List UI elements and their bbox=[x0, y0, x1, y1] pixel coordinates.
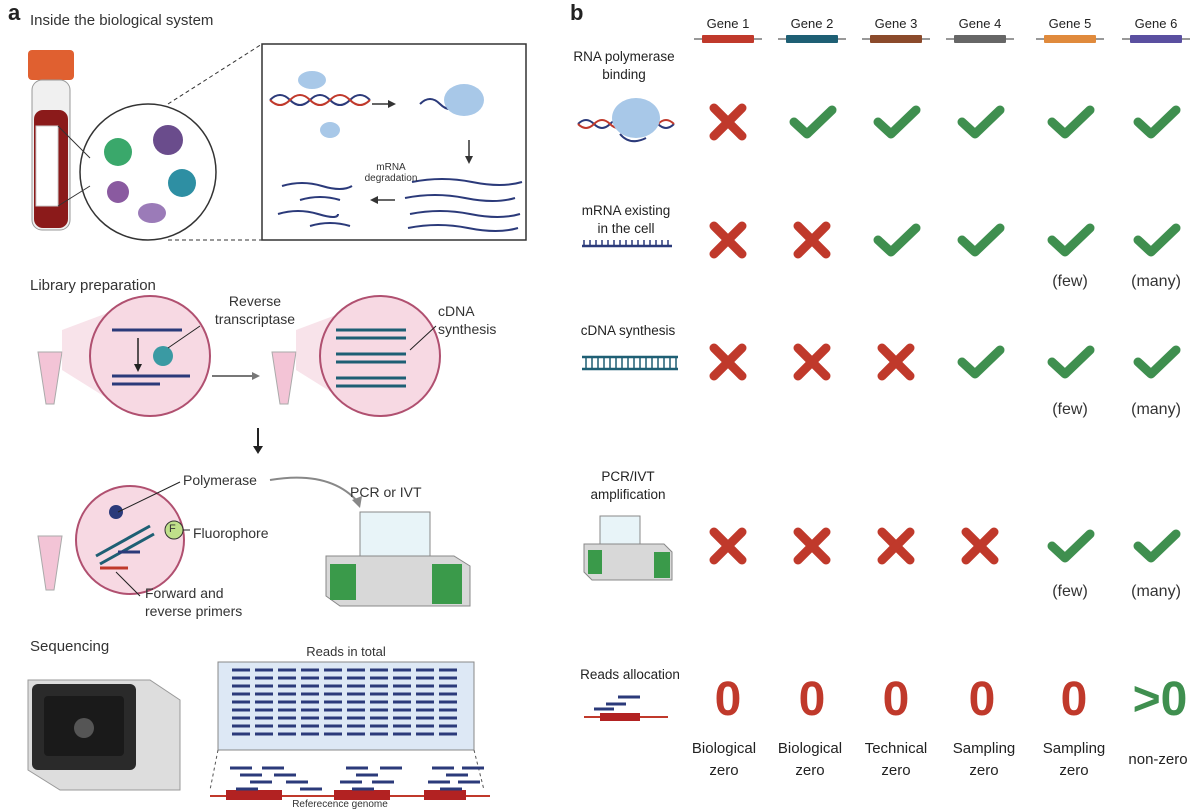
rt-circle bbox=[89, 295, 211, 417]
row-label-mrna-existing: mRNA existing in the cell bbox=[581, 203, 671, 236]
panel-b-letter: b bbox=[570, 0, 584, 25]
row-label-reads-allocation: Reads allocation bbox=[580, 667, 680, 682]
x-mark-icon bbox=[877, 343, 915, 381]
gene-bar-3 bbox=[862, 35, 930, 43]
check-mark-icon bbox=[957, 345, 1005, 379]
reads-in-total-label: Reads in total bbox=[306, 644, 386, 659]
note-gene6-cdna: (many) bbox=[1131, 401, 1181, 418]
row-label-pcr-ivt-amplification: PCR/IVT amplification bbox=[590, 469, 666, 502]
row-label-cdna-synthesis: cDNA synthesis bbox=[580, 323, 676, 338]
gene-3-header: Gene 3 bbox=[874, 16, 918, 31]
cdna-synthesis-label: cDNA synthesis bbox=[438, 303, 497, 337]
gene-2-header: Gene 2 bbox=[790, 16, 834, 31]
note-gene5-pcr: (few) bbox=[1052, 583, 1088, 600]
x-mark-icon bbox=[709, 527, 747, 565]
x-mark-icon bbox=[793, 527, 831, 565]
x-mark-icon bbox=[709, 343, 747, 381]
check-mark-icon bbox=[957, 105, 1005, 139]
pcr-or-ivt-label: PCR or IVT bbox=[350, 484, 422, 500]
check-mark-icon bbox=[789, 105, 837, 139]
check-mark-icon bbox=[1133, 529, 1181, 563]
note-gene5-cdna: (few) bbox=[1052, 401, 1088, 418]
reference-genome-label: Referecence genome bbox=[292, 799, 388, 810]
sequencing-title: Sequencing bbox=[30, 638, 110, 655]
x-mark-icon bbox=[709, 103, 747, 141]
mrna-degradation-label: mRNA degradation bbox=[364, 162, 418, 184]
gene-bar-1 bbox=[694, 35, 762, 43]
tube-1-icon bbox=[37, 351, 63, 405]
gene-bar-2 bbox=[778, 35, 846, 43]
row-label-rna-polymerase-binding: RNA polymerase binding bbox=[573, 49, 675, 82]
check-mark-icon bbox=[873, 105, 921, 139]
reads-gene-3: 0 bbox=[882, 673, 910, 726]
gene-4-header: Gene 4 bbox=[958, 16, 1002, 31]
tube-3-icon bbox=[37, 535, 63, 591]
zero-label-gene-5: Sampling zero bbox=[1042, 740, 1106, 779]
x-mark-icon bbox=[961, 527, 999, 565]
x-mark-icon bbox=[877, 527, 915, 565]
gene-bar-5 bbox=[1036, 35, 1104, 43]
gene-6-header: Gene 6 bbox=[1134, 16, 1178, 31]
check-mark-icon bbox=[1047, 105, 1095, 139]
blood-tube-icon bbox=[28, 50, 74, 231]
gene-bar-4 bbox=[946, 35, 1014, 43]
x-mark-icon bbox=[793, 343, 831, 381]
panel-a-letter: a bbox=[8, 0, 21, 25]
polymerase-label: Polymerase bbox=[183, 472, 257, 488]
x-mark-icon bbox=[793, 221, 831, 259]
reads-gene-5: 0 bbox=[1060, 673, 1088, 726]
primers-label: Forward and reverse primers bbox=[145, 585, 243, 619]
sequencer-icon bbox=[27, 679, 181, 791]
pcr-machine-icon bbox=[325, 511, 471, 607]
zero-label-gene-4: Sampling zero bbox=[952, 740, 1016, 779]
check-mark-icon bbox=[1047, 223, 1095, 257]
zero-label-gene-2: Biological zero bbox=[777, 740, 843, 779]
pcr-machine-small-icon bbox=[583, 515, 673, 581]
x-mark-icon bbox=[709, 221, 747, 259]
note-gene6-mrna: (many) bbox=[1131, 273, 1181, 290]
check-mark-icon bbox=[1133, 105, 1181, 139]
gene-5-header: Gene 5 bbox=[1048, 16, 1092, 31]
check-mark-icon bbox=[957, 223, 1005, 257]
gene-bar-6 bbox=[1122, 35, 1190, 43]
library-preparation-title: Library preparation bbox=[30, 277, 156, 294]
zero-label-gene-6: non-zero bbox=[1128, 751, 1188, 768]
gene-1-header: Gene 1 bbox=[706, 16, 750, 31]
reads-gene-2: 0 bbox=[798, 673, 826, 726]
reads-gene-1: 0 bbox=[714, 673, 742, 726]
check-mark-icon bbox=[1047, 529, 1095, 563]
check-mark-icon bbox=[1133, 223, 1181, 257]
note-gene5-mrna: (few) bbox=[1052, 273, 1088, 290]
fluorophore-letter: F bbox=[169, 523, 176, 535]
note-gene6-pcr: (many) bbox=[1131, 583, 1181, 600]
reverse-transcriptase-label: Reverse transcriptase bbox=[214, 293, 296, 327]
reads-gene-4: 0 bbox=[968, 673, 996, 726]
zero-label-gene-1: Biological zero bbox=[691, 740, 757, 779]
reads-gene-6: >0 bbox=[1132, 673, 1188, 726]
inside-biological-system-title: Inside the biological system bbox=[30, 12, 214, 29]
fluorophore-label: Fluorophore bbox=[193, 525, 269, 541]
zero-label-gene-3: Technical zero bbox=[864, 740, 928, 779]
check-mark-icon bbox=[873, 223, 921, 257]
check-mark-icon bbox=[1047, 345, 1095, 379]
check-mark-icon bbox=[1133, 345, 1181, 379]
tube-2-icon bbox=[271, 351, 297, 405]
